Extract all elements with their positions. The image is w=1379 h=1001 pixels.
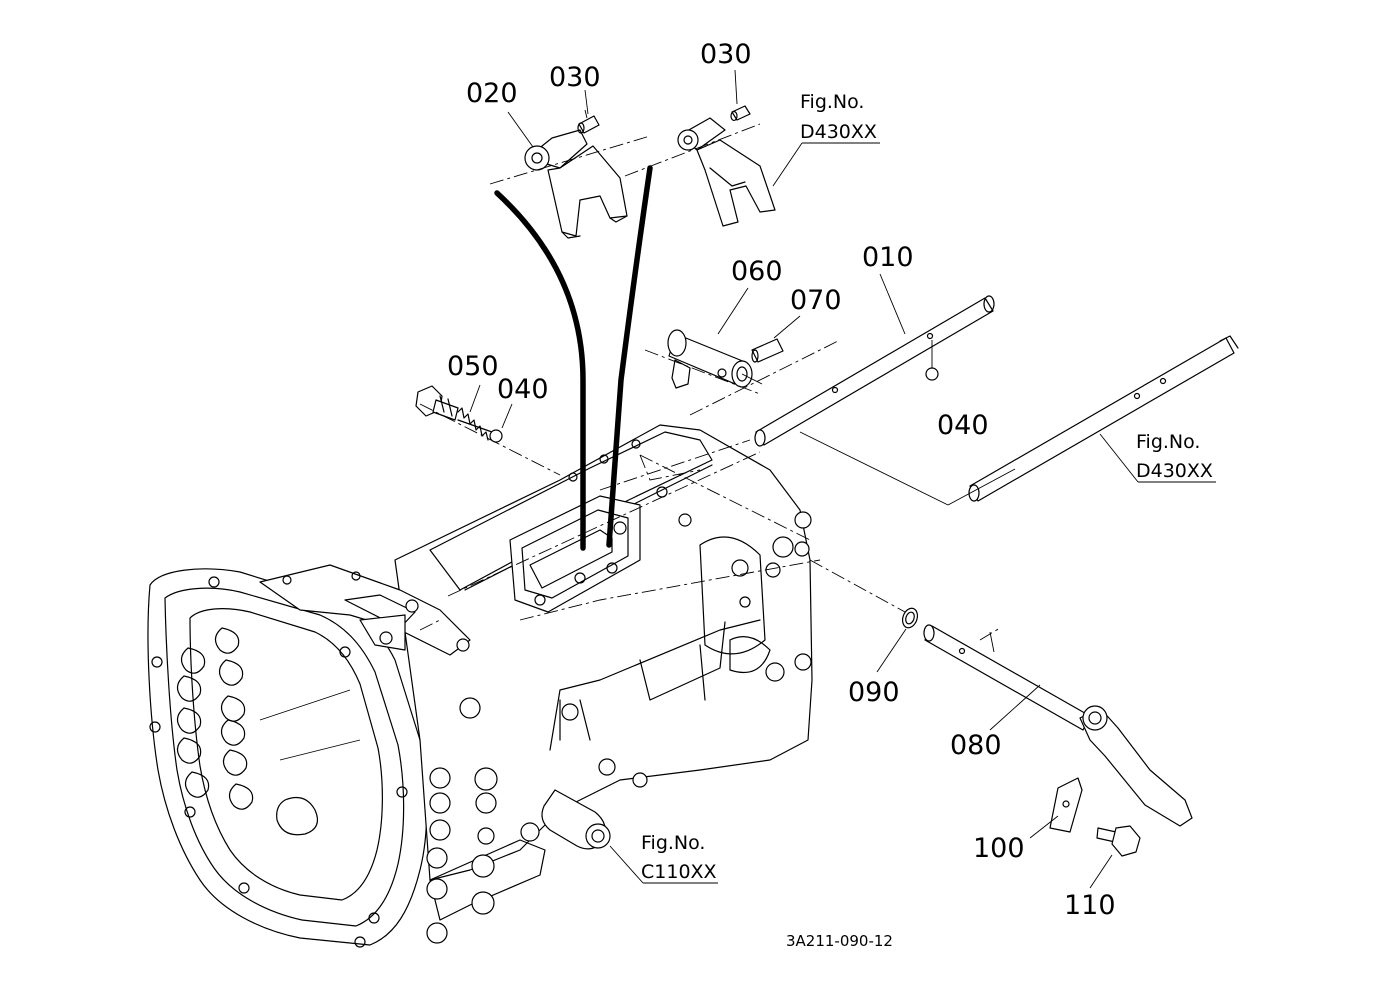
diagram-code: 3A211-090-12 [786, 932, 893, 950]
plug-bolt [415, 385, 459, 421]
hex-bolt [1096, 825, 1141, 857]
callout-030-left: 030 [549, 62, 601, 93]
callout-030-right: 030 [700, 39, 752, 70]
shift-lever [667, 329, 763, 389]
detent-spring [457, 407, 493, 441]
callout-010: 010 [862, 242, 914, 273]
callout-040-right: 040 [937, 410, 989, 441]
callout-050: 050 [447, 351, 499, 382]
select-rod [968, 335, 1239, 502]
detent-ball-right [925, 367, 939, 381]
shift-fork [489, 129, 651, 239]
fig-ref-case-code: C110XX [641, 861, 717, 883]
fig-ref-case-title: Fig.No. [641, 832, 705, 854]
fig-ref-fork-title: Fig.No. [800, 91, 864, 113]
callout-040-left: 040 [497, 374, 549, 405]
detent-ball-left [489, 429, 503, 443]
fig-ref-rod-title: Fig.No. [1136, 431, 1200, 453]
shift-rod [754, 295, 995, 506]
callout-020: 020 [466, 78, 518, 109]
select-cable [606, 165, 653, 548]
fig-ref-rod-code: D430XX [1136, 460, 1213, 482]
shift-shaft-lever [923, 624, 1193, 827]
spring-pin-right [730, 105, 751, 122]
callout-070: 070 [790, 285, 842, 316]
transmission-case [147, 424, 821, 948]
shift-fork-right [624, 117, 776, 227]
o-ring [901, 607, 919, 629]
fig-ref-fork-code: D430XX [800, 121, 877, 143]
bracket [1049, 777, 1083, 833]
callout-100: 100 [973, 833, 1025, 864]
callout-080: 080 [950, 730, 1002, 761]
shift-cable [494, 190, 586, 551]
callout-060: 060 [731, 256, 783, 287]
leader-lines [469, 69, 1216, 889]
callout-110: 110 [1064, 890, 1116, 921]
spring-pin-left [577, 109, 600, 134]
callout-090: 090 [848, 677, 900, 708]
lever-pin [751, 338, 784, 363]
